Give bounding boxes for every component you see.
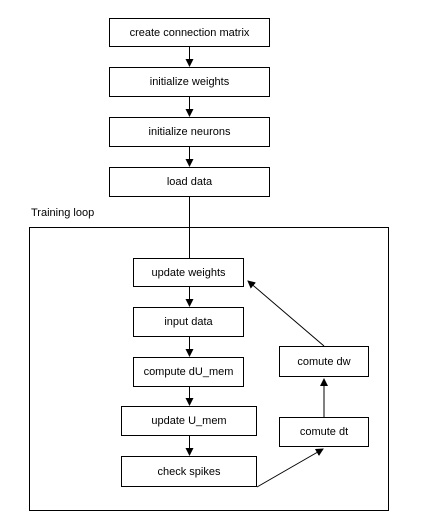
training-loop-frame xyxy=(29,227,389,511)
node-check-spikes: check spikes xyxy=(121,456,257,487)
node-update-u-mem: update U_mem xyxy=(121,406,257,436)
node-input-data: input data xyxy=(133,307,244,337)
node-comute-dw: comute dw xyxy=(279,346,369,377)
node-initialize-weights: initialize weights xyxy=(109,67,270,97)
edge-comute-dw-to-update-weights xyxy=(247,280,325,347)
node-create-connection-matrix: create connection matrix xyxy=(109,18,270,47)
training-loop-label: Training loop xyxy=(31,207,95,219)
node-compute-du-mem: compute dU_mem xyxy=(133,357,244,387)
node-update-weights: update weights xyxy=(133,258,244,287)
edge-check-spikes-to-comute-dt xyxy=(256,448,324,488)
node-load-data: load data xyxy=(109,167,270,197)
node-comute-dt: comute dt xyxy=(279,417,369,447)
node-initialize-neurons: initialize neurons xyxy=(109,117,270,147)
